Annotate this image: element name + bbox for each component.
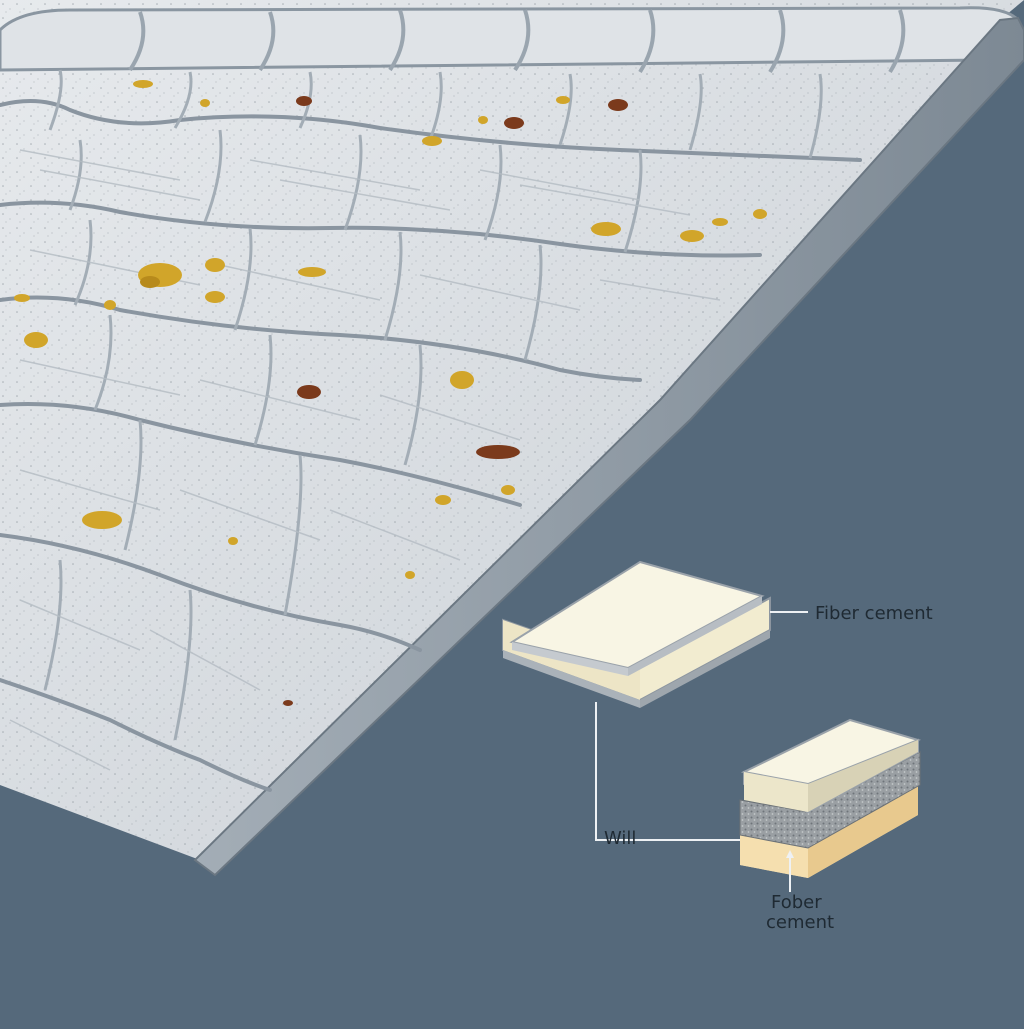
label-fober-cement-1: Fober (771, 892, 822, 913)
label-fober-cement-2: cement (766, 912, 835, 933)
upper-panel-sample (502, 560, 771, 708)
lichen-spots (14, 80, 767, 706)
tile-course-lines (0, 99, 862, 792)
roof-speckle (0, 0, 1024, 860)
tile-streaks (9, 149, 721, 771)
label-fiber-cement: Fiber cement (815, 603, 933, 624)
ridge-cap (0, 6, 1020, 74)
gable-edge (193, 16, 1024, 877)
roof-tiles (0, 0, 1024, 877)
arrow-head (786, 850, 794, 858)
label-will: Will (604, 828, 637, 849)
lower-block-sample (739, 718, 922, 878)
tile-joint-lines (43, 69, 823, 741)
